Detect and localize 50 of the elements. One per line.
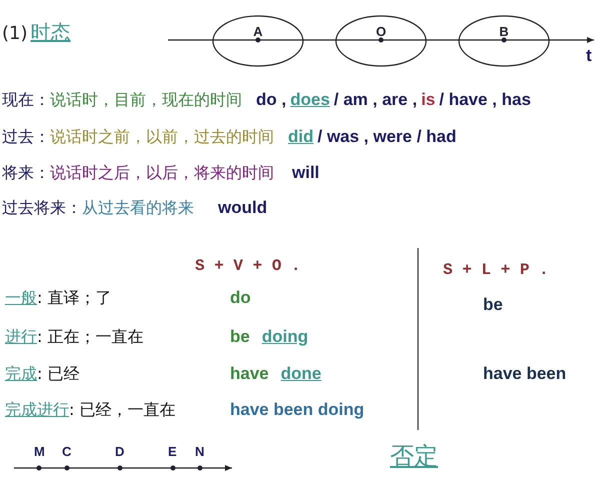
point-label: O <box>375 24 387 39</box>
verb-form: did <box>288 127 314 147</box>
tense-description: 从过去看的将来 <box>82 198 194 218</box>
verb-form: have been <box>483 364 566 384</box>
aspect-description: : 已经，一直在 <box>69 400 176 420</box>
verb-form: have been doing <box>230 400 364 420</box>
aspect-name: 进行 <box>5 327 37 347</box>
aspect-name: 一般 <box>5 288 37 308</box>
verb-form: do , <box>256 90 286 110</box>
aspect-description: : 已经 <box>37 364 80 384</box>
point-label: M <box>34 443 45 461</box>
tense-name: 将来： <box>2 163 50 183</box>
tense-name: 过去将来： <box>2 198 82 218</box>
section-number: (1) <box>2 24 28 44</box>
tense-name: 现在： <box>2 90 50 110</box>
verb-form: does <box>290 90 330 110</box>
point-label: N <box>195 443 204 461</box>
point-label: B <box>498 24 510 39</box>
verb-form: / am , are , <box>334 90 418 110</box>
tense-description: 说话时，目前，现在的时间 <box>50 90 242 110</box>
axis-label: t <box>586 46 592 66</box>
section-heading: 时态 <box>30 22 70 42</box>
verb-form: be <box>483 295 503 315</box>
verb-form: would <box>218 198 268 218</box>
point-label: E <box>168 443 177 461</box>
tense-description: 说话时之前，以前，过去的时间 <box>50 127 274 147</box>
verb-form: doing <box>262 327 308 347</box>
sentence-pattern: S + V + O . <box>195 256 301 276</box>
verb-form: do <box>230 288 251 308</box>
time-ellipse <box>212 15 304 67</box>
tense-name: 过去： <box>2 127 50 147</box>
aspect-name: 完成 <box>5 364 37 384</box>
verb-form: is <box>421 90 436 110</box>
verb-form: done <box>280 364 322 384</box>
time-ellipse <box>458 15 550 67</box>
verb-form: have <box>230 364 269 384</box>
verb-form: be <box>230 327 250 347</box>
sentence-pattern: S + L + P . <box>443 260 549 280</box>
heading: 否定 <box>390 446 438 466</box>
verb-form: / have , has <box>439 90 531 110</box>
point-label: A <box>252 24 264 39</box>
tense-description: 说话时之后，以后，将来的时间 <box>50 163 274 183</box>
aspect-description: : 正在；一直在 <box>37 327 144 347</box>
aspect-description: : 直译；了 <box>37 288 112 308</box>
time-ellipse <box>335 15 427 67</box>
aspect-name: 完成进行 <box>5 400 69 420</box>
point-label: C <box>62 443 72 461</box>
verb-form: / was , were / had <box>318 127 456 147</box>
verb-form: will <box>292 163 320 183</box>
point-label: D <box>115 443 124 461</box>
